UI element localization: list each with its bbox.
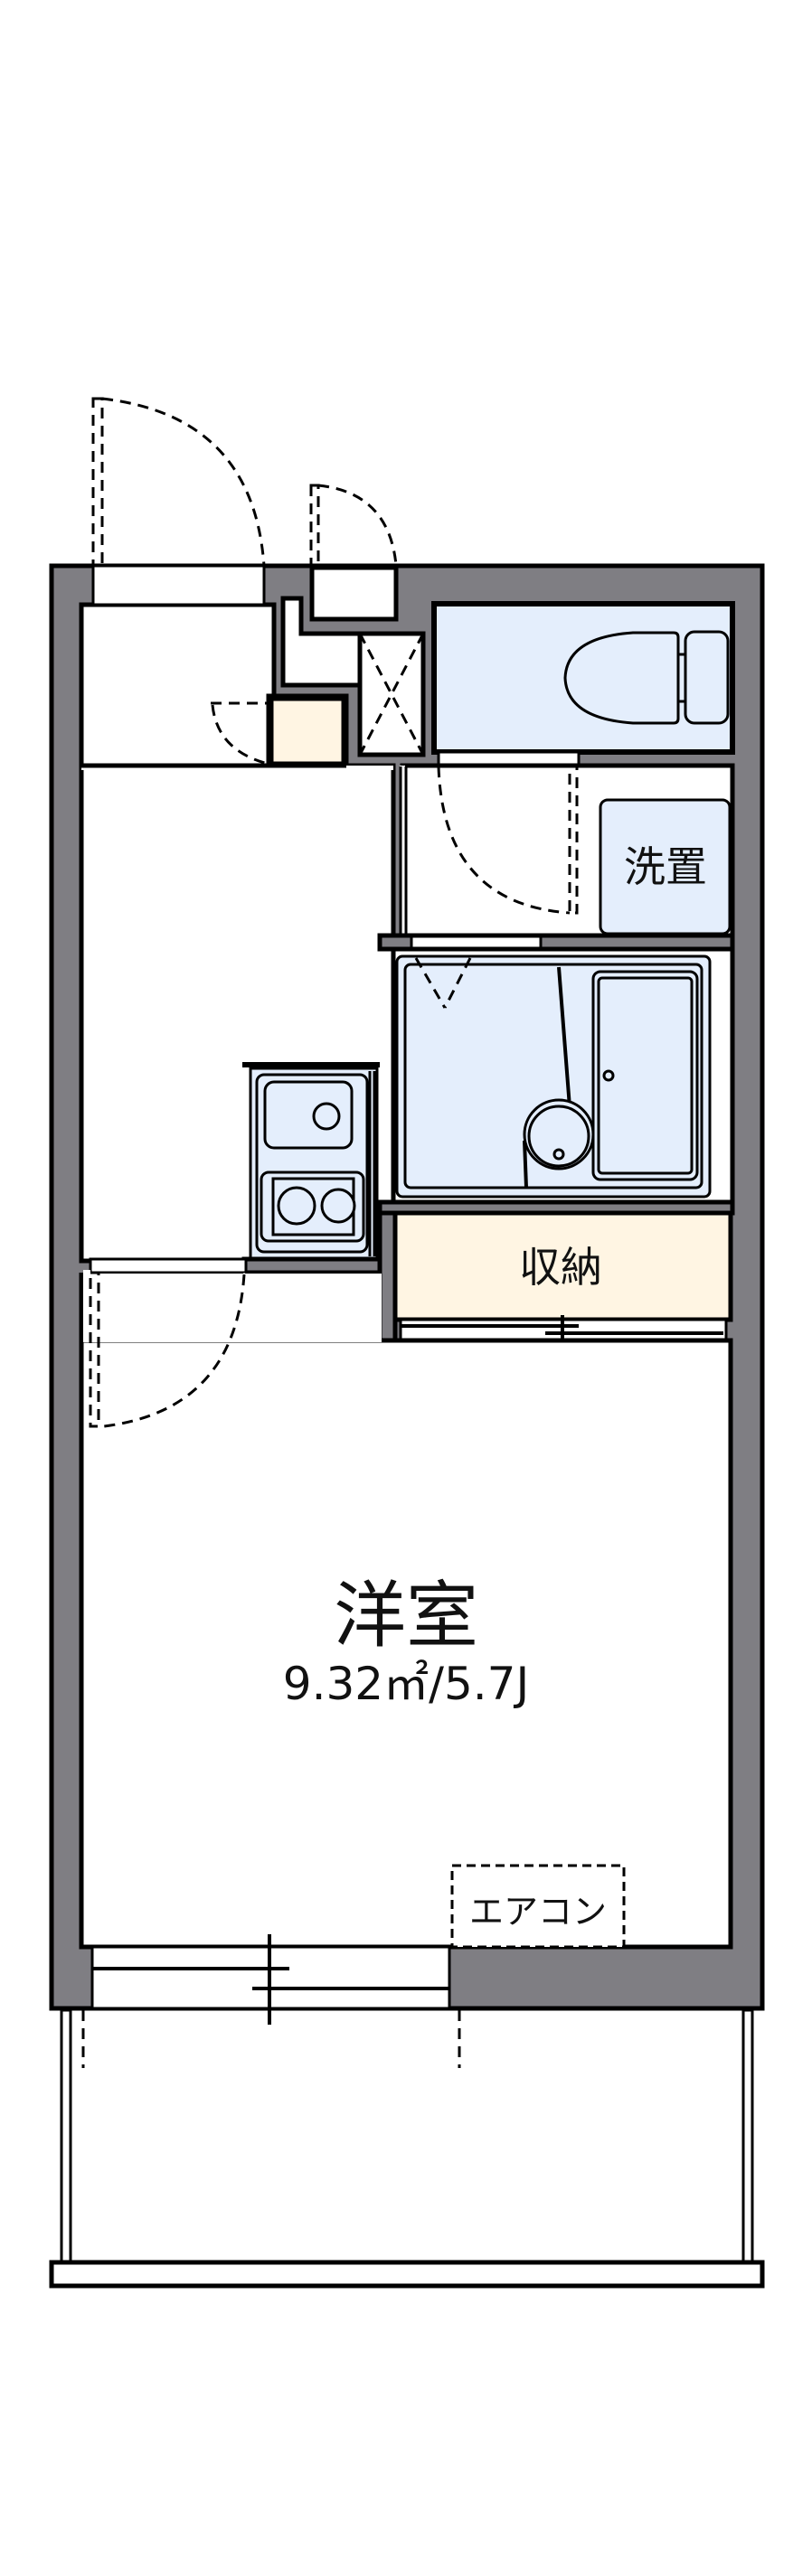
aircon-position xyxy=(450,1864,626,1949)
main-room-area: 9.32㎡/5.7J xyxy=(283,1658,529,1710)
entrance-door-swing xyxy=(91,397,266,568)
room-door-swing xyxy=(89,1271,246,1428)
main-room-label: 洋室 xyxy=(334,1574,478,1658)
kitchen-counter xyxy=(249,1067,379,1260)
storage-label: 収納 xyxy=(519,1243,602,1292)
entrance-area xyxy=(79,602,277,768)
burner-icon xyxy=(320,1188,356,1224)
pipe-shaft-door-swing xyxy=(309,484,398,576)
shoe-cabinet xyxy=(269,696,346,766)
balcony-railing xyxy=(49,2260,765,2289)
bathroom-door-opening[interactable] xyxy=(410,935,543,950)
kitchen-hallway xyxy=(79,763,396,1264)
storage-room xyxy=(391,1210,733,1322)
sink-drain-icon xyxy=(312,1102,341,1131)
washroom-door-swing xyxy=(437,765,579,915)
balcony-sliding-window[interactable] xyxy=(90,1934,451,2025)
room-door-opening[interactable] xyxy=(89,1257,248,1274)
pipe-space-x xyxy=(357,631,426,757)
balcony xyxy=(49,2008,765,2289)
bath-unit xyxy=(395,954,712,1199)
aircon-label: エアコン xyxy=(469,1892,607,1932)
toilet-icon xyxy=(563,630,730,725)
shoe-cabinet-door-swing xyxy=(211,701,269,766)
washer-label: 洗置 xyxy=(624,842,707,891)
entrance-door-opening[interactable] xyxy=(91,564,266,606)
main-room xyxy=(79,1338,733,1950)
meter-box[interactable] xyxy=(309,565,399,622)
burner-icon xyxy=(277,1186,316,1226)
